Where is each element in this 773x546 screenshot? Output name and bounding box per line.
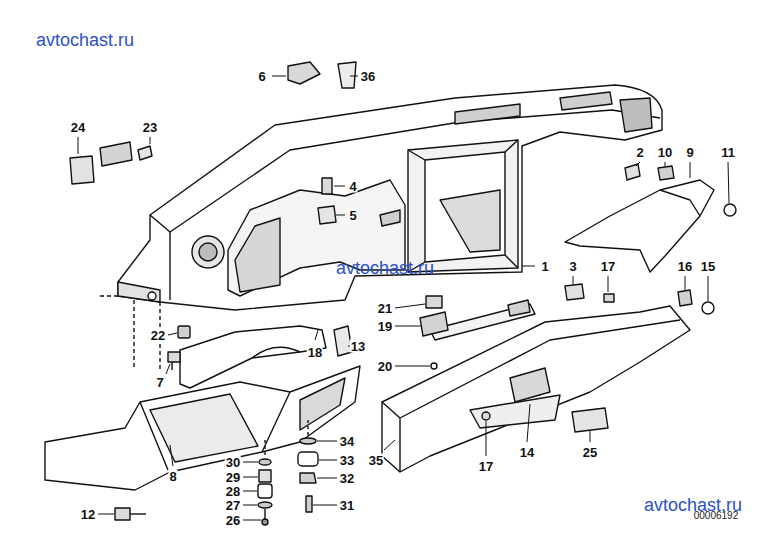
callout-number: 24	[70, 121, 86, 134]
callout-number: 5	[348, 209, 357, 222]
callout-number: 2	[635, 146, 644, 159]
callout-number: 36	[360, 70, 376, 83]
callout-number: 29	[225, 471, 241, 484]
watermark: avtochast.ru	[36, 31, 134, 49]
callout-number: 17	[478, 460, 494, 473]
callout-number: 20	[377, 360, 393, 373]
callout-number: 22	[150, 329, 166, 342]
callout-number: 28	[225, 485, 241, 498]
callout-number: 30	[225, 456, 241, 469]
drawing-number: 00006192	[694, 511, 739, 521]
callout-number: 35	[368, 454, 384, 467]
callout-number: 19	[377, 320, 393, 333]
callout-number: 10	[657, 146, 673, 159]
callout-number: 12	[80, 508, 96, 521]
callout-number: 14	[519, 446, 535, 459]
callout-number: 17	[600, 260, 616, 273]
callout-number: 23	[142, 121, 158, 134]
callout-number: 9	[685, 146, 694, 159]
callout-number: 6	[257, 70, 266, 83]
callout-number: 26	[225, 514, 241, 527]
callout-number: 4	[348, 180, 357, 193]
callout-number: 15	[700, 260, 716, 273]
callout-number: 1	[540, 260, 549, 273]
callout-number: 27	[225, 499, 241, 512]
callout-number: 21	[377, 302, 393, 315]
callout-number: 31	[339, 499, 355, 512]
callout-number: 16	[677, 260, 693, 273]
callout-number: 33	[339, 454, 355, 467]
callout-number: 8	[168, 470, 177, 483]
callout-number: 13	[350, 340, 366, 353]
callout-number: 18	[307, 346, 323, 359]
callout-number: 25	[582, 446, 598, 459]
watermark: avtochast.ru	[336, 259, 434, 277]
callout-number: 3	[568, 260, 577, 273]
callout-number: 34	[339, 435, 355, 448]
callout-number: 11	[720, 146, 736, 159]
callout-number: 32	[339, 472, 355, 485]
callout-number: 7	[155, 376, 164, 389]
